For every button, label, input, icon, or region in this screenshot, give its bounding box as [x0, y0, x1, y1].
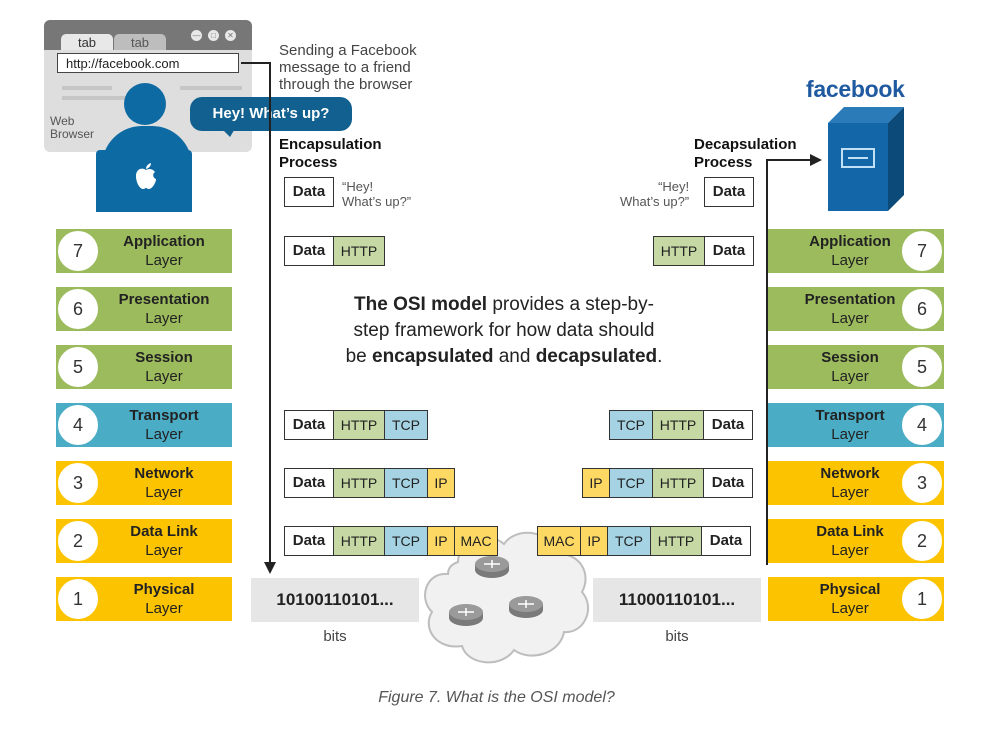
- figure-caption: Figure 7. What is the OSI model?: [378, 689, 615, 706]
- packet-tcp-header: TCP: [609, 410, 653, 440]
- bits-received-label: bits: [665, 628, 689, 645]
- bits-sent-value: 10100110101...: [251, 578, 419, 622]
- packet-http-header: HTTP: [333, 410, 385, 440]
- osi-explanation-text: The OSI model provides a step-by-step fr…: [345, 294, 663, 367]
- server-icon: [828, 107, 904, 211]
- apple-logo-icon: [136, 163, 156, 189]
- packet-data-cell: Data: [284, 468, 334, 498]
- decap-packet-application-data: Data: [704, 177, 754, 207]
- packet-data-cell: Data: [284, 410, 334, 440]
- page-placeholder-line: [62, 86, 112, 90]
- minimize-icon: —: [191, 30, 202, 41]
- decap-packet-ip: IP TCP HTTP Data: [582, 468, 753, 498]
- packet-mac-header: MAC: [537, 526, 581, 556]
- packet-data-cell: Data: [284, 526, 334, 556]
- left-layer-number: 3: [56, 461, 100, 505]
- decap-packet-tcp: TCP HTTP Data: [609, 410, 753, 440]
- encap-packet-ip: Data HTTP TCP IP: [284, 468, 455, 498]
- packet-data-cell: Data: [704, 236, 754, 266]
- right-layer-number: 5: [900, 345, 944, 389]
- network-cloud-icon: [424, 531, 589, 664]
- packet-data-cell: Data: [703, 468, 753, 498]
- packet-http-header: HTTP: [650, 526, 702, 556]
- left-layer-number: 6: [56, 287, 100, 331]
- packet-http-header: HTTP: [653, 236, 705, 266]
- encap-packet-http: Data HTTP: [284, 236, 385, 266]
- packet-http-header: HTTP: [333, 236, 385, 266]
- right-layer-number: 2: [900, 519, 944, 563]
- packet-http-header: HTTP: [333, 526, 385, 556]
- right-layer-number: 3: [900, 461, 944, 505]
- packet-tcp-header: TCP: [607, 526, 651, 556]
- chat-bubble-tail: [220, 127, 236, 137]
- encap-packet-frame: Data HTTP TCP IP MAC: [284, 526, 498, 556]
- packet-data-cell: Data: [704, 177, 754, 207]
- left-layer-number: 2: [56, 519, 100, 563]
- packet-http-header: HTTP: [652, 410, 704, 440]
- right-layer-number: 4: [900, 403, 944, 447]
- browser-tab-active[interactable]: tab: [61, 34, 113, 50]
- bits-sent-label: bits: [323, 628, 347, 645]
- encap-packet-application-data: Data: [284, 177, 334, 207]
- encap-message-quote: “Hey!What’s up?”: [342, 179, 412, 209]
- packet-data-cell: Data: [703, 410, 753, 440]
- packet-data-cell: Data: [701, 526, 751, 556]
- right-layer-number: 7: [900, 229, 944, 273]
- maximize-icon: □: [208, 30, 219, 41]
- packet-http-header: HTTP: [333, 468, 385, 498]
- browser-tab-inactive[interactable]: tab: [114, 34, 166, 50]
- decap-packet-frame: MAC IP TCP HTTP Data: [537, 526, 751, 556]
- right-layer-number: 6: [900, 287, 944, 331]
- packet-ip-header: IP: [580, 526, 608, 556]
- packet-tcp-header: TCP: [384, 468, 428, 498]
- packet-ip-header: IP: [427, 468, 455, 498]
- encap-packet-tcp: Data HTTP TCP: [284, 410, 428, 440]
- right-layer-number: 1: [900, 577, 944, 621]
- packet-tcp-header: TCP: [384, 410, 428, 440]
- bits-received-value: 11000110101...: [593, 578, 761, 622]
- decap-message-quote: “Hey!What’s up?”: [620, 179, 690, 209]
- packet-ip-header: IP: [427, 526, 455, 556]
- left-layer-number: 4: [56, 403, 100, 447]
- url-bar[interactable]: http://facebook.com: [57, 53, 239, 73]
- packet-data-cell: Data: [284, 236, 334, 266]
- packet-mac-header: MAC: [454, 526, 498, 556]
- packet-ip-header: IP: [582, 468, 610, 498]
- page-placeholder-line: [62, 96, 126, 100]
- packet-tcp-header: TCP: [609, 468, 653, 498]
- left-layer-number: 7: [56, 229, 100, 273]
- scenario-caption: Sending a Facebook message to a friend t…: [279, 42, 417, 93]
- left-layer-number: 1: [56, 577, 100, 621]
- close-icon: ✕: [225, 30, 236, 41]
- packet-http-header: HTTP: [652, 468, 704, 498]
- packet-tcp-header: TCP: [384, 526, 428, 556]
- left-layer-number: 5: [56, 345, 100, 389]
- user-head-icon: [124, 83, 166, 125]
- facebook-logo: facebook: [806, 76, 905, 102]
- packet-data-cell: Data: [284, 177, 334, 207]
- page-placeholder-line: [180, 86, 242, 90]
- decap-packet-http: HTTP Data: [653, 236, 754, 266]
